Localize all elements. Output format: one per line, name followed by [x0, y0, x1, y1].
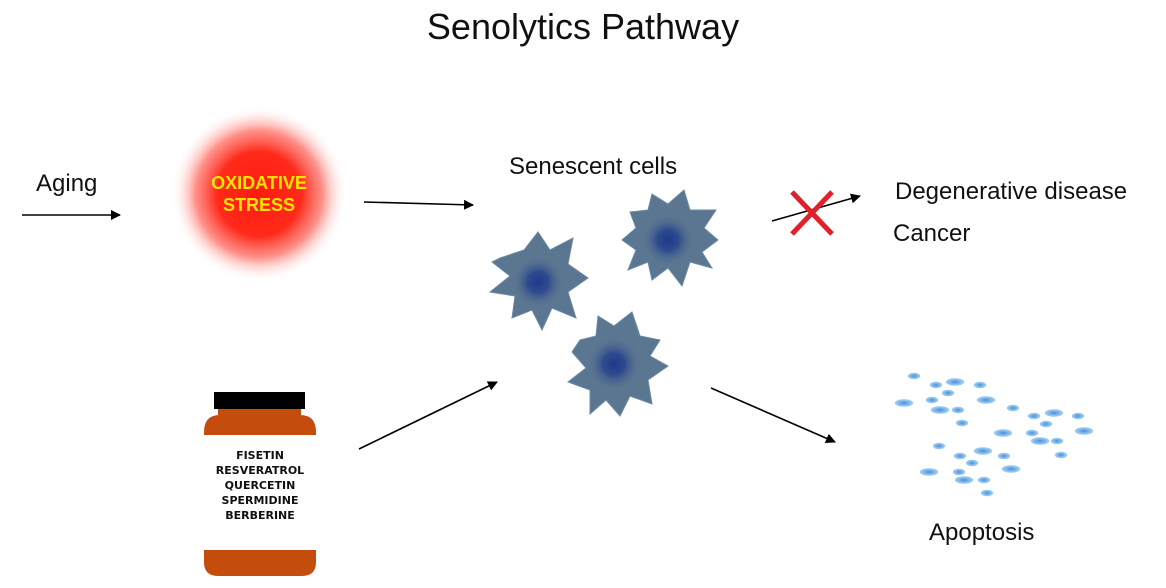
senescent-cell-icon [566, 311, 669, 417]
oxidative-stress-label: OXIDATIVE STRESS [211, 173, 307, 215]
ingredient-item: RESVERATROL [215, 464, 305, 477]
aging-label: Aging [36, 170, 98, 197]
apoptotic-fragments-icon [894, 372, 1094, 497]
ingredient-item: SPERMIDINE [221, 494, 299, 507]
stress-to-cells-arrow [363, 199, 474, 210]
bottle-to-cells-arrow [358, 381, 498, 450]
cancer-label: Cancer [893, 220, 971, 247]
ingredient-item: QUERCETIN [224, 479, 296, 492]
senescent-cells-label: Senescent cells [509, 153, 678, 180]
senescent-cell-icon [488, 231, 589, 332]
degenerative-disease-label: Degenerative disease [895, 178, 1128, 205]
pill-bottle-icon [204, 392, 316, 576]
oxidative-stress-glow-icon [171, 106, 347, 282]
senescent-cell-icon [621, 189, 719, 288]
diagram-title: Senolytics Pathway [426, 6, 740, 47]
cells-to-apoptosis-arrow [710, 387, 836, 443]
blocked-x-icon [790, 190, 834, 236]
ingredient-item: FISETIN [236, 449, 284, 462]
apoptosis-label: Apoptosis [929, 519, 1035, 546]
bottle-ingredient-list: FISETIN RESVERATROL QUERCETIN SPERMIDINE… [205, 448, 315, 523]
ingredient-item: BERBERINE [225, 509, 295, 522]
